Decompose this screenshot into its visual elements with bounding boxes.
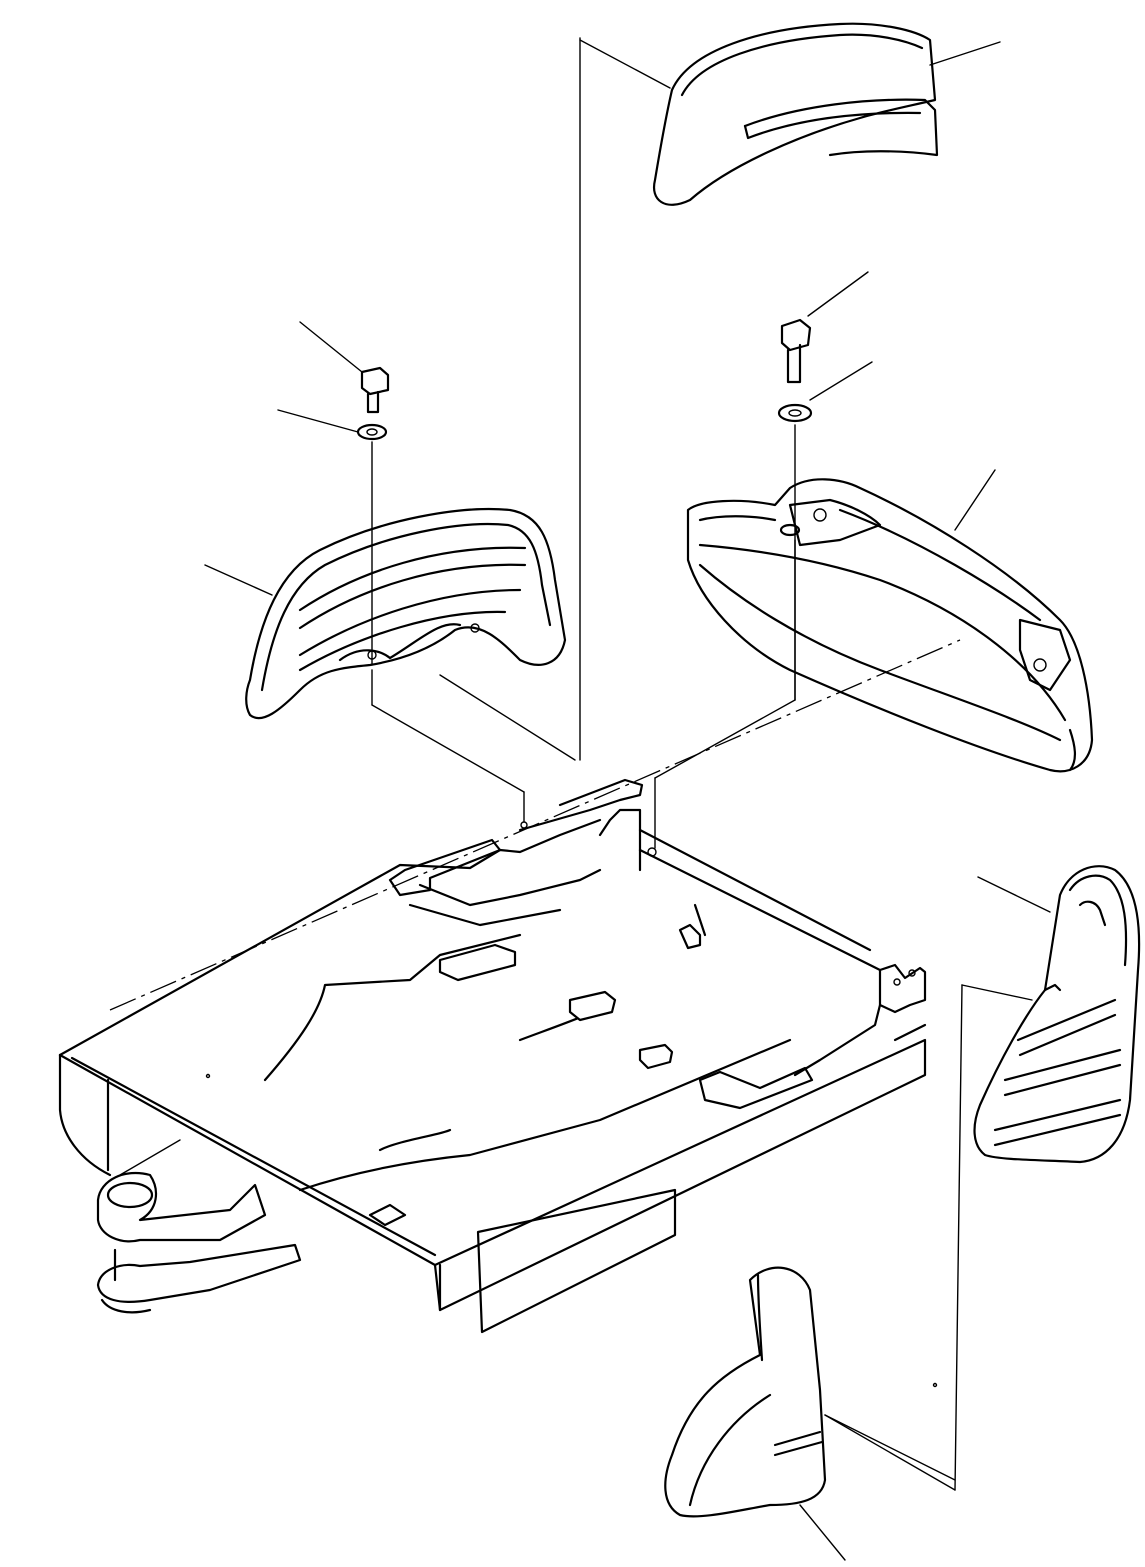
stray-mark [932,1382,938,1388]
headrest-cover [652,22,939,206]
right-armrest-bracket [686,478,1094,773]
washer-left [356,423,388,441]
seat-base-frame [58,778,927,1334]
side-cover-lower [664,1266,827,1518]
side-cover-upper [973,865,1141,1164]
stray-mark [205,1073,211,1079]
assembly-centerlines [109,37,963,1491]
leader-lines [204,39,1051,1561]
washer-right [777,403,813,423]
left-armrest-bracket [245,507,567,720]
bolt-left [360,366,390,414]
bolt-right [780,318,812,384]
